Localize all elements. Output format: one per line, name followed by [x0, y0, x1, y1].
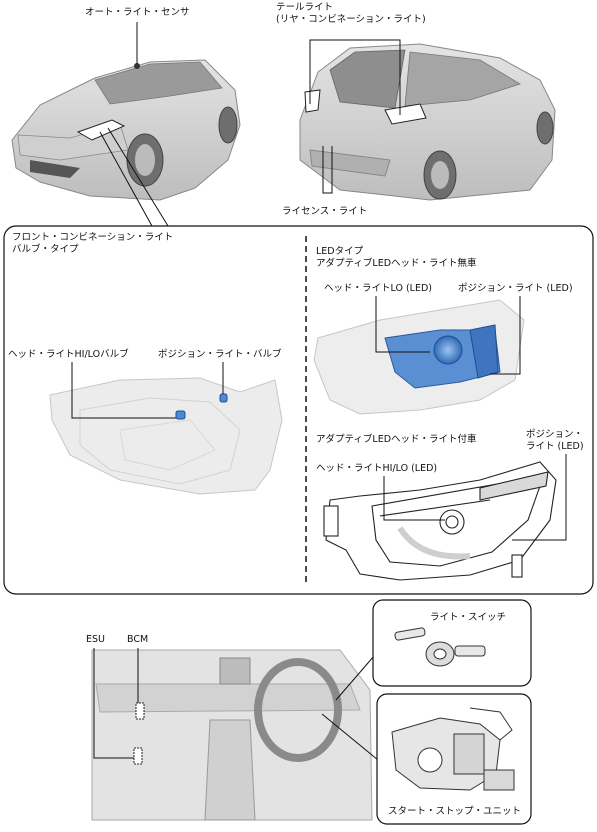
- light-switch-label: ライト・スイッチ: [430, 612, 507, 623]
- hilo-bulb-marker: [175, 410, 186, 420]
- esu-label: ESU: [86, 634, 105, 645]
- rear-car-illustration: [299, 43, 556, 201]
- auto-light-sensor-label: オート・ライト・センサ: [85, 7, 190, 18]
- position-light-led-2b-label: ライト (LED): [526, 441, 584, 452]
- dashboard-leader-lines: [93, 648, 379, 761]
- bulb-type-label: バルブ・タイプ: [12, 244, 79, 255]
- position-light-led-label: ポジション・ライト (LED): [458, 283, 573, 294]
- position-light-bulb-label: ポジション・ライト・バルブ: [158, 349, 282, 360]
- light-switch-illustration: [394, 627, 486, 667]
- headlight-hilo-led-label: ヘッド・ライトHI/LO (LED): [316, 463, 438, 474]
- led-headlight-with-adaptive: [323, 461, 557, 581]
- headlight-detail-frame: [3, 225, 594, 595]
- bcm-label: BCM: [127, 634, 149, 645]
- led-no-adaptive-leader-lines: [375, 296, 521, 375]
- bcm-marker: [135, 702, 145, 720]
- front-combination-light-label: フロント・コンビネーション・ライト: [12, 232, 174, 243]
- esu-marker: [133, 747, 143, 765]
- headlight-hilo-bulb-label: ヘッド・ライトHI/LOバルブ: [8, 349, 129, 360]
- tail-light-label: テールライト: [276, 2, 334, 13]
- adaptive-led-without-label: アダプティブLEDヘッド・ライト無車: [316, 258, 477, 269]
- start-stop-unit-label: スタート・ストップ・ユニット: [388, 806, 522, 817]
- light-switch-callout: [372, 599, 532, 687]
- top-leader-lines: [99, 22, 401, 227]
- license-light-label: ライセンス・ライト: [282, 206, 368, 217]
- position-bulb-marker: [219, 393, 228, 403]
- auto-light-sensor-marker: [134, 63, 140, 69]
- start-stop-unit-illustration: [391, 707, 515, 791]
- tail-light-sub-label: (リヤ・コンビネーション・ライト): [276, 14, 426, 25]
- adaptive-led-with-label: アダプティブLEDヘッド・ライト付車: [316, 434, 477, 445]
- bulb-type-headlight: [49, 377, 283, 495]
- dashboard-illustration: [91, 649, 373, 821]
- led-adaptive-leader-lines: [383, 454, 567, 541]
- led-headlight-without-adaptive: [313, 299, 525, 415]
- bulb-leader-lines: [71, 362, 224, 419]
- led-type-label: LEDタイプ: [316, 246, 364, 257]
- position-light-led-2a-label: ポジション・: [526, 429, 584, 440]
- headlight-lo-led-label: ヘッド・ライトLO (LED): [324, 283, 432, 294]
